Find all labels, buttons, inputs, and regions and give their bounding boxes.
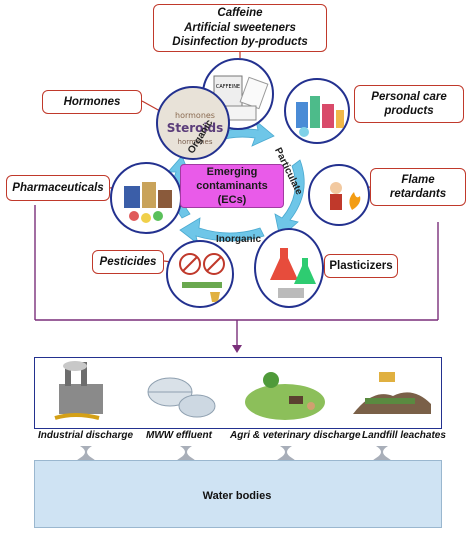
plasticizers-label: Plasticizers: [324, 254, 398, 278]
retardants-text: retardants: [389, 188, 447, 200]
water-bodies-area: [34, 460, 442, 528]
sweeteners-text: Artificial sweeteners: [184, 21, 296, 34]
arrow-bottom: [179, 217, 265, 246]
svg-text:hormones: hormones: [175, 111, 215, 120]
disinfection-text: Disinfection by-products: [172, 36, 308, 49]
hormones-label: Hormones: [42, 90, 142, 114]
plasticizers-image: [254, 228, 324, 308]
flame-label: Flame retardants: [370, 168, 466, 206]
agri-caption: Agri & veterinary discharge: [230, 430, 361, 441]
inorganic-axis-label: Inorganic: [216, 234, 262, 245]
hormones-text: Hormones: [63, 95, 121, 108]
svg-text:hormones: hormones: [178, 138, 213, 146]
flame-text: Flame: [401, 173, 435, 186]
personal-care-label: Personal care products: [354, 85, 464, 123]
caffeine-text: Caffeine: [217, 7, 263, 20]
sources-illustrations: [54, 361, 431, 420]
landfill-illustration: [353, 372, 431, 414]
personal-care-text: Personal care: [371, 90, 447, 103]
pharmaceuticals-image: [110, 162, 182, 234]
center-line-2: contaminants: [196, 179, 268, 192]
pharmaceuticals-label: Pharmaceuticals: [6, 175, 110, 201]
agri-illustration: [245, 372, 325, 420]
pharmaceuticals-text: Pharmaceuticals: [12, 181, 104, 194]
pesticides-label: Pesticides: [92, 250, 164, 274]
hormones-link: [141, 100, 161, 112]
center-line-3: (ECs): [217, 194, 247, 207]
personal-care-image: [284, 78, 350, 144]
svg-text:Steroids: Steroids: [167, 121, 224, 135]
caffeine-image: CAFFEINE: [202, 58, 274, 130]
down-arrow-head: [232, 345, 242, 353]
bracket: [34, 205, 439, 346]
products-text: products: [384, 105, 434, 117]
landfill-caption: Landfill leachates: [362, 430, 446, 441]
center-line-1: Emerging: [206, 165, 258, 178]
industrial-caption: Industrial discharge: [38, 430, 134, 441]
svg-text:CAFFEINE: CAFFEINE: [216, 84, 240, 90]
mww-illustration: [147, 377, 216, 418]
sources-panel: [34, 357, 442, 429]
pesticides-image: [166, 240, 234, 308]
pesticides-text: Pesticides: [99, 255, 157, 268]
water-bodies-label: Water bodies: [202, 490, 272, 502]
plasticizers-text: Plasticizers: [329, 259, 393, 272]
mww-caption: MWW effluent: [146, 430, 212, 441]
caffeine-label: Caffeine Artificial sweeteners Disinfect…: [153, 4, 327, 52]
flame-image: [308, 164, 370, 226]
center-box: Emerging contaminants (ECs): [180, 164, 284, 208]
industrial-illustration: [54, 361, 103, 420]
